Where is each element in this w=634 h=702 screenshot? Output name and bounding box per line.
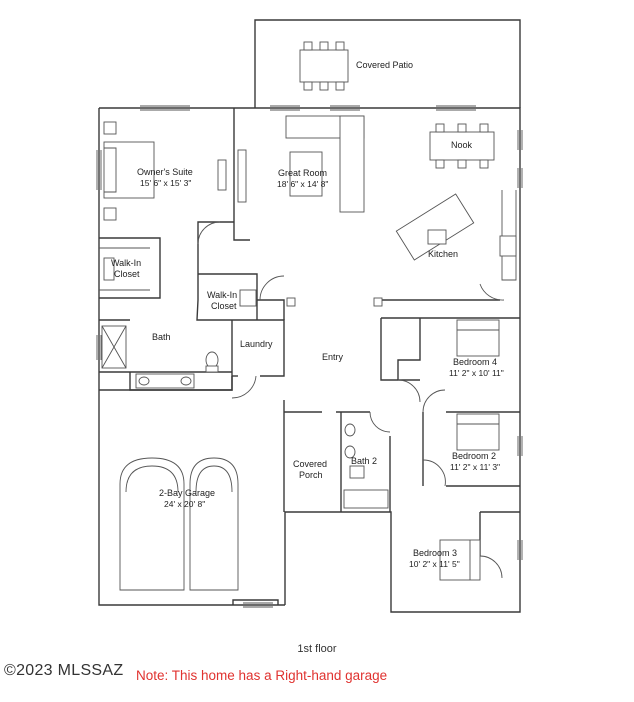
label-bath: Bath xyxy=(152,332,171,342)
label-laundry: Laundry xyxy=(240,339,273,349)
label-bedroom-3: Bedroom 3 xyxy=(413,548,457,558)
label-owners-suite: Owner's Suite xyxy=(137,167,193,177)
doors xyxy=(197,221,505,579)
label-bath-2: Bath 2 xyxy=(351,456,377,466)
furniture xyxy=(99,41,517,591)
label-walk-in-closet-2b: Closet xyxy=(211,301,237,311)
label-walk-in-closet-1a: Walk-In xyxy=(111,258,141,268)
label-kitchen: Kitchen xyxy=(428,249,458,259)
dim-great-room: 18' 6" x 14' 8" xyxy=(277,179,328,189)
floor-label: 1st floor xyxy=(297,643,337,655)
label-covered-porch-a: Covered xyxy=(293,459,327,469)
label-bedroom-4: Bedroom 4 xyxy=(453,357,497,367)
label-bedroom-2: Bedroom 2 xyxy=(452,451,496,461)
dim-bedroom-2: 11' 2" x 11' 3" xyxy=(450,462,500,472)
label-walk-in-closet-2a: Walk-In xyxy=(207,290,237,300)
dim-garage: 24' x 20' 8" xyxy=(164,499,205,509)
windows xyxy=(96,105,523,608)
room-labels: Covered Patio Owner's Suite 15' 6" x 15'… xyxy=(111,60,504,569)
label-walk-in-closet-1b: Closet xyxy=(114,269,140,279)
garage-note: Note: This home has a Right-hand garage xyxy=(136,668,388,683)
dim-bedroom-4: 11' 2" x 10' 11" xyxy=(449,368,504,378)
label-great-room: Great Room xyxy=(278,168,327,178)
dim-owners-suite: 15' 6" x 15' 3" xyxy=(140,178,191,188)
label-entry: Entry xyxy=(322,352,344,362)
walls xyxy=(98,19,521,613)
copyright-watermark: ©2023 MLSSAZ xyxy=(4,662,124,679)
label-nook: Nook xyxy=(451,140,473,150)
label-garage: 2-Bay Garage xyxy=(159,488,215,498)
label-covered-porch-b: Porch xyxy=(299,470,323,480)
label-covered-patio: Covered Patio xyxy=(356,60,413,70)
dim-bedroom-3: 10' 2" x 11' 5" xyxy=(409,559,460,569)
